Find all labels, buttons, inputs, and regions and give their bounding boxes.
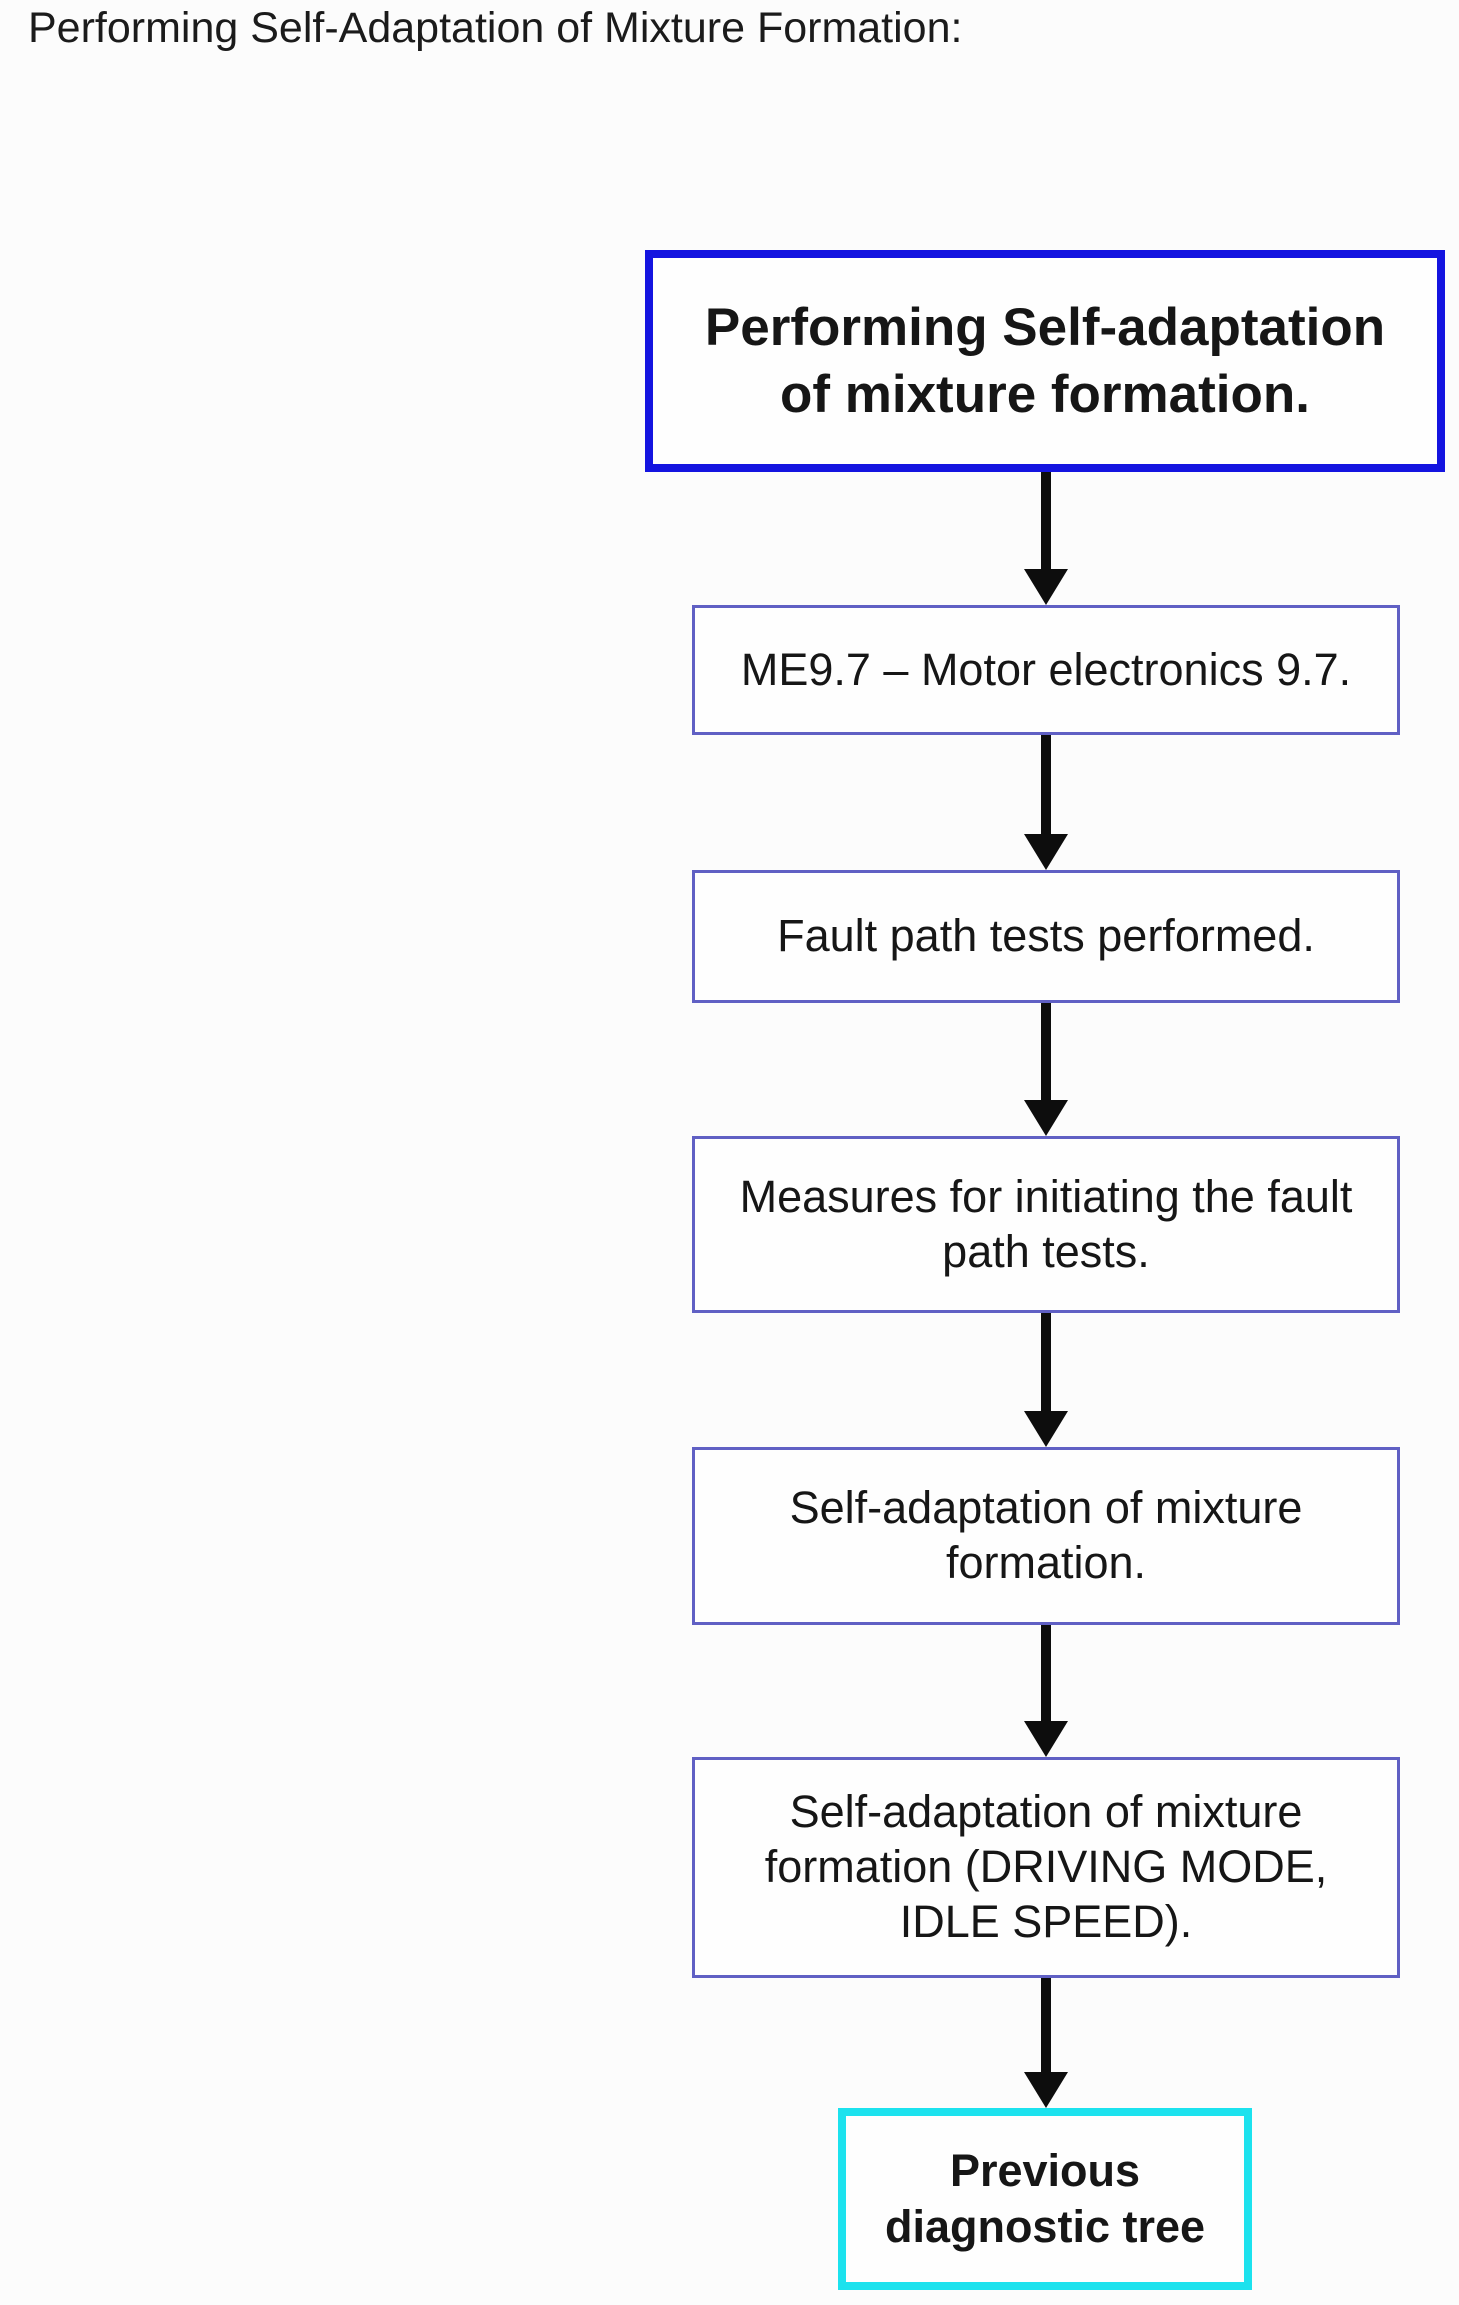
arrow-head bbox=[1024, 1721, 1068, 1757]
flow-node-self-adaptation-modes: Self-adaptation of mixture formation (DR… bbox=[692, 1757, 1400, 1978]
arrow-head bbox=[1024, 2072, 1068, 2108]
arrow-down-icon bbox=[1024, 1003, 1068, 1136]
flow-node-previous-diagnostic-tree: Previous diagnostic tree bbox=[838, 2108, 1252, 2290]
page-title: Performing Self-Adaptation of Mixture Fo… bbox=[28, 4, 963, 52]
arrow-shaft bbox=[1041, 472, 1051, 569]
arrow-head bbox=[1024, 834, 1068, 870]
flow-node-fault-path-tests: Fault path tests performed. bbox=[692, 870, 1400, 1003]
arrow-head bbox=[1024, 1100, 1068, 1136]
arrow-down-icon bbox=[1024, 472, 1068, 605]
flow-node-measures: Measures for initiating the fault path t… bbox=[692, 1136, 1400, 1313]
arrow-head bbox=[1024, 569, 1068, 605]
arrow-shaft bbox=[1041, 1625, 1051, 1721]
arrow-shaft bbox=[1041, 1003, 1051, 1100]
flow-node-start: Performing Self-adaptation of mixture fo… bbox=[645, 250, 1445, 472]
arrow-shaft bbox=[1041, 1978, 1051, 2072]
flow-node-self-adaptation: Self-adaptation of mixture formation. bbox=[692, 1447, 1400, 1625]
flow-node-control-unit: ME9.7 – Motor electronics 9.7. bbox=[692, 605, 1400, 735]
arrow-shaft bbox=[1041, 1313, 1051, 1411]
arrow-down-icon bbox=[1024, 1313, 1068, 1447]
arrow-head bbox=[1024, 1411, 1068, 1447]
arrow-down-icon bbox=[1024, 735, 1068, 870]
arrow-down-icon bbox=[1024, 1625, 1068, 1757]
arrow-shaft bbox=[1041, 735, 1051, 834]
arrow-down-icon bbox=[1024, 1978, 1068, 2108]
